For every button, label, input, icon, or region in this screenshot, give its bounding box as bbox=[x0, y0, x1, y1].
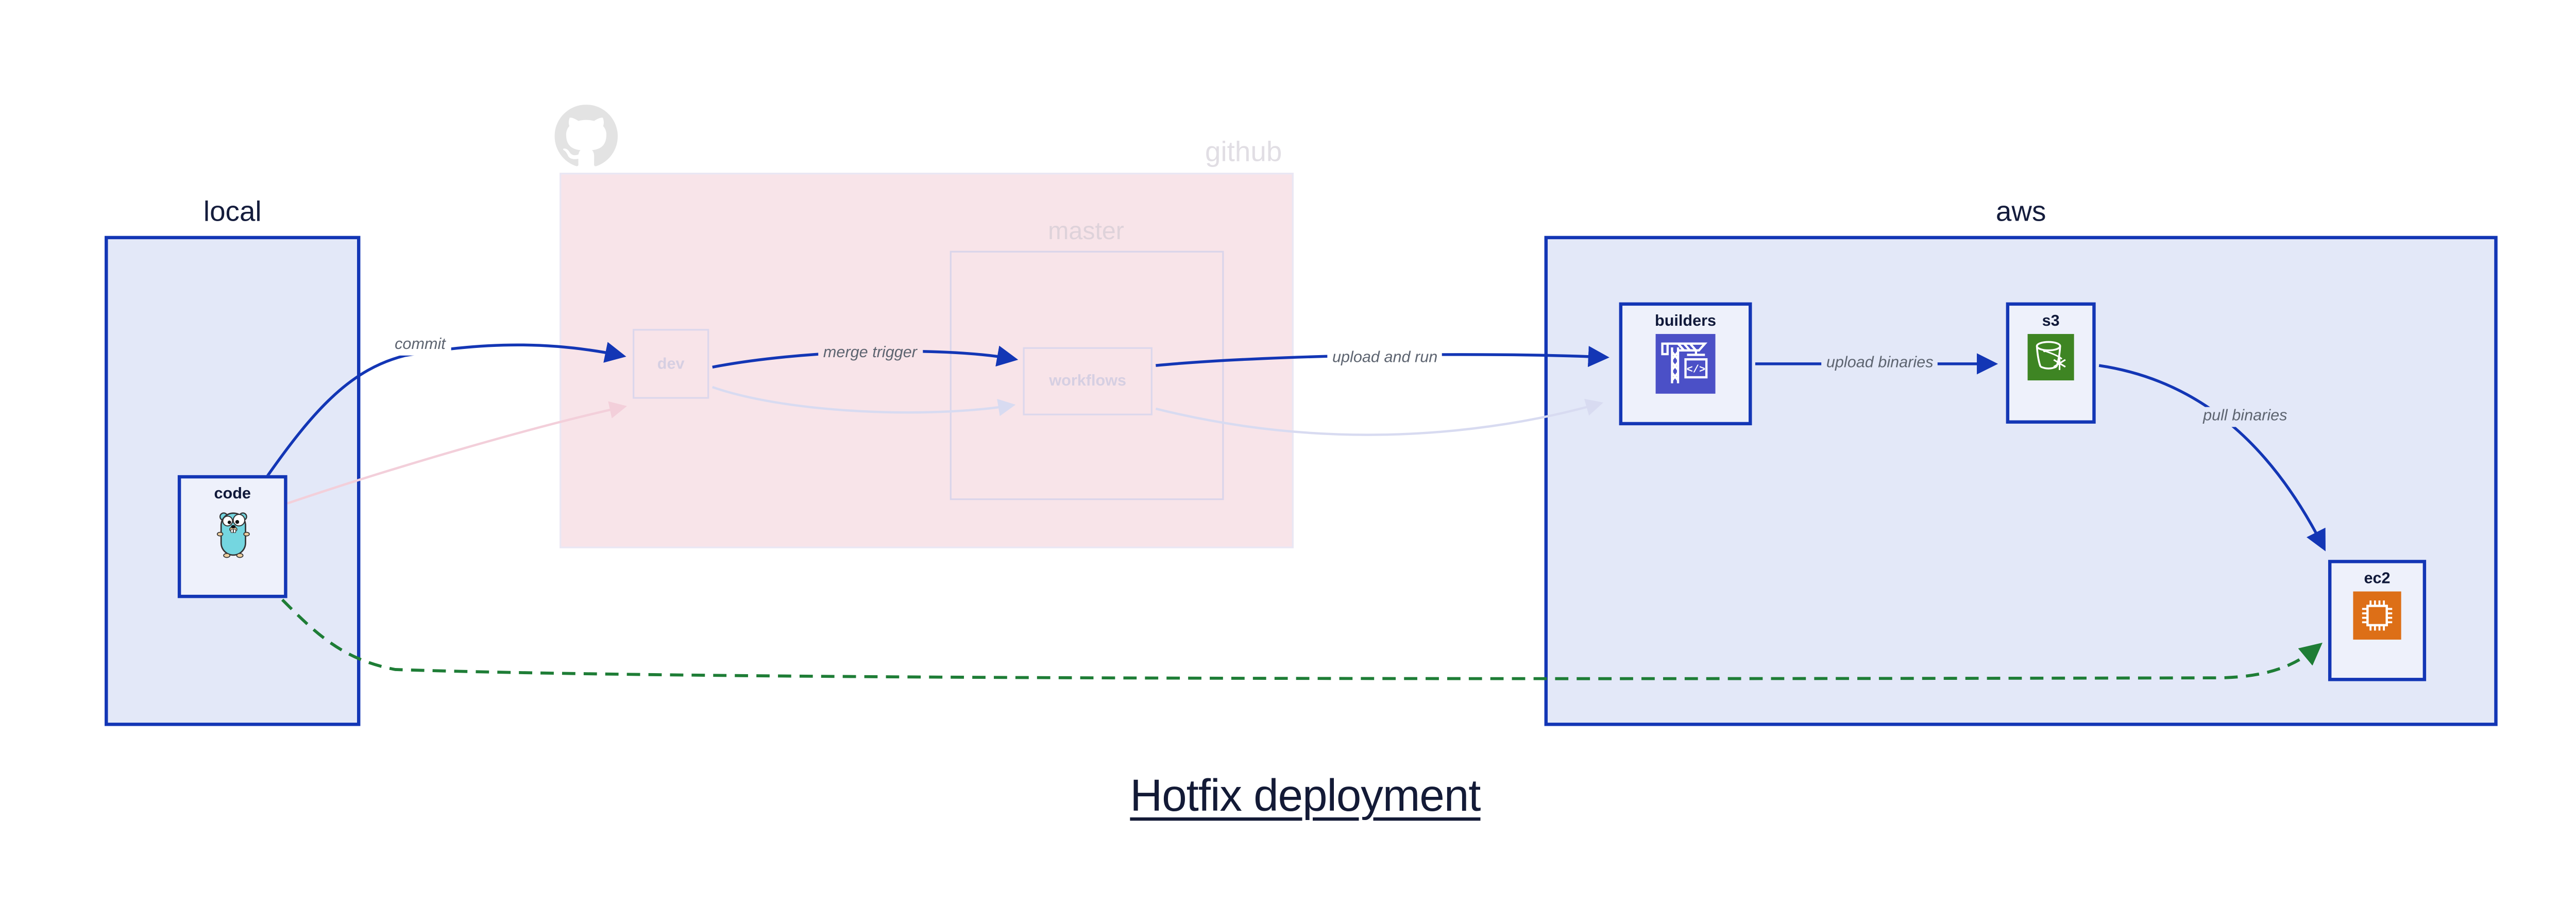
edge-faded-dev-to-workflows bbox=[712, 386, 1016, 416]
aws-codebuild-icon: </> bbox=[1655, 333, 1716, 394]
node-builders-label: builders bbox=[1654, 312, 1717, 331]
edge-label-merge-trigger: merge trigger bbox=[818, 344, 922, 364]
region-github bbox=[560, 173, 1294, 548]
node-code: code bbox=[177, 475, 287, 598]
node-dev: dev bbox=[633, 329, 709, 399]
region-github-label: github bbox=[1205, 136, 1282, 168]
node-code-label: code bbox=[214, 485, 251, 504]
node-workflows-label: workflows bbox=[1049, 372, 1127, 391]
aws-s3-glacier-icon bbox=[2027, 333, 2074, 381]
node-dev-label: dev bbox=[657, 355, 685, 373]
github-octocat-icon bbox=[554, 105, 618, 166]
node-workflows: workflows bbox=[1023, 347, 1153, 415]
diagram-title: Hotfix deployment bbox=[1130, 771, 1481, 821]
region-local-label: local bbox=[203, 196, 262, 228]
edge-pull-binaries bbox=[2098, 364, 2326, 552]
node-ec2: ec2 bbox=[2328, 560, 2427, 681]
svg-text:</>: </> bbox=[1687, 364, 1706, 376]
node-s3-label: s3 bbox=[2042, 312, 2060, 331]
edge-label-upload-and-run: upload and run bbox=[1327, 348, 1443, 369]
edge-label-upload-binaries: upload binaries bbox=[1821, 354, 1939, 374]
edge-hotfix-dashed-code-to-ec2 bbox=[281, 598, 2323, 680]
go-gopher-icon bbox=[216, 512, 249, 558]
node-s3: s3 bbox=[2006, 302, 2096, 424]
node-builders: builders </> bbox=[1619, 302, 1752, 426]
edge-label-commit: commit bbox=[389, 336, 451, 356]
aws-ec2-chip-icon bbox=[2353, 591, 2401, 640]
region-aws-label: aws bbox=[1995, 196, 2046, 228]
edge-label-pull-binaries: pull binaries bbox=[2198, 407, 2293, 427]
node-ec2-label: ec2 bbox=[2364, 570, 2391, 589]
region-master-branch bbox=[950, 250, 1224, 500]
edge-faded-workflows-to-builders bbox=[1155, 398, 1604, 436]
edge-faded-code-to-dev bbox=[286, 401, 627, 505]
edge-commit bbox=[264, 342, 626, 479]
region-master-label: master bbox=[1048, 218, 1124, 246]
